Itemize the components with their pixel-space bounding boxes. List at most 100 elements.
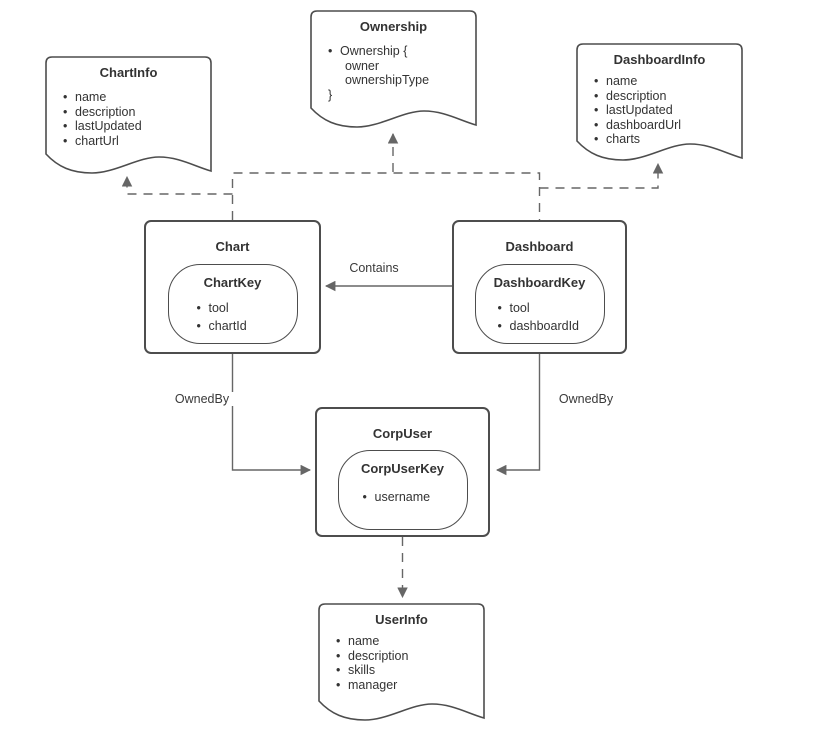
field-name: } [328, 87, 333, 102]
document-shape [576, 43, 743, 161]
field-name: tool [509, 301, 530, 315]
field-row: • dashboardId [498, 317, 604, 335]
field-row: • skills [336, 663, 484, 678]
chartkey-shape: ChartKey • tool • chartId [167, 264, 298, 344]
field-name: dashboardId [509, 319, 580, 333]
corpuser-entity-title: CorpUser [372, 426, 433, 441]
dashboardinfo-document: DashboardInfo • name • description • lastUp… [576, 43, 743, 169]
bullet-icon: • [196, 319, 201, 333]
field-row: • lastUpdated [594, 103, 742, 118]
chart-entity-title: Chart [215, 239, 250, 254]
field-name: username [374, 490, 431, 504]
corpuserkey-shape: CorpUserKey • username [337, 450, 468, 530]
field-row: owner [328, 59, 476, 74]
bullet-icon: • [497, 319, 502, 333]
dashboardkey-fields: • tool • dashboardId [476, 299, 604, 335]
field-name: name [606, 74, 638, 88]
bullet-icon: • [63, 133, 68, 148]
field-name: name [75, 90, 107, 104]
field-name: dashboardUrl [606, 117, 682, 132]
edge-chart-ownedby [231, 354, 312, 476]
bullet-icon: • [196, 301, 201, 315]
dashboardinfo-title: DashboardInfo [613, 52, 706, 67]
userinfo-document: UserInfo • name • description • skills • man… [318, 603, 485, 729]
field-row: • chartId [197, 317, 297, 335]
field-name: description [606, 88, 667, 103]
field-name: ownershipType [345, 73, 430, 88]
corpuser-entity: CorpUser CorpUserKey • username [315, 407, 490, 537]
dashboardkey-title: DashboardKey [493, 275, 586, 290]
field-row: • description [63, 105, 211, 120]
bullet-icon: • [63, 119, 68, 134]
field-row: } [328, 88, 476, 103]
document-shape [45, 56, 212, 174]
field-name: description [348, 648, 409, 663]
bullet-icon: • [362, 490, 367, 504]
bullet-icon: • [328, 44, 333, 58]
edge-to-chartinfo [121, 175, 233, 195]
field-name: lastUpdated [75, 119, 142, 134]
bullet-icon: • [63, 90, 68, 104]
field-name: description [75, 104, 136, 119]
field-name: charts [606, 132, 641, 147]
field-row: • username [363, 488, 467, 506]
bullet-icon: • [594, 132, 599, 147]
field-name: Ownership { [340, 44, 408, 58]
bullet-icon: • [594, 117, 599, 132]
dashboard-entity: Dashboard DashboardKey • tool • dashboardI… [452, 220, 627, 354]
userinfo-title: UserInfo [375, 612, 428, 627]
dashboard-entity-title: Dashboard [505, 239, 574, 254]
field-name: tool [208, 301, 229, 315]
chartinfo-title: ChartInfo [99, 65, 158, 80]
ownership-fields: • Ownership { owner ownershipType } [311, 44, 476, 102]
field-row: ownershipType [328, 73, 476, 88]
field-row: • name [63, 90, 211, 105]
field-name: name [348, 634, 380, 648]
bullet-icon: • [594, 74, 599, 88]
userinfo-fields: • name • description • skills • manager [319, 634, 484, 692]
ownership-document: Ownership • Ownership { owner ownershipTy… [310, 10, 477, 136]
chartkey-fields: • tool • chartId [169, 299, 297, 335]
field-name: skills [348, 663, 376, 678]
bullet-icon: • [336, 677, 341, 692]
field-row: • dashboardUrl [594, 118, 742, 133]
field-row: • chartUrl [63, 134, 211, 149]
field-row: • description [594, 89, 742, 104]
edge-dashboard-ownedby [495, 354, 541, 476]
chartinfo-fields: • name • description • lastUpdated • chartUr… [46, 90, 211, 148]
field-name: manager [348, 677, 398, 692]
field-row: • name [336, 634, 484, 649]
field-name: chartId [208, 319, 247, 333]
field-row: • tool [498, 299, 604, 317]
bullet-icon: • [336, 663, 341, 678]
field-name: chartUrl [75, 133, 119, 148]
chart-ownedby-edge-label: OwnedBy [160, 392, 244, 406]
field-name: owner [345, 58, 380, 73]
document-shape [318, 603, 485, 721]
field-row: • tool [197, 299, 297, 317]
edge-to-dashboardinfo [539, 162, 664, 189]
bullet-icon: • [497, 301, 502, 315]
corpuserkey-title: CorpUserKey [360, 461, 445, 476]
document-shape [310, 10, 477, 128]
bullet-icon: • [63, 104, 68, 119]
ownership-title: Ownership [359, 19, 428, 34]
bullet-icon: • [594, 88, 599, 103]
field-row: • description [336, 649, 484, 664]
field-row: • Ownership { [328, 44, 476, 59]
chartkey-title: ChartKey [203, 275, 262, 290]
chartinfo-document: ChartInfo • name • description • lastUpdate… [45, 56, 212, 182]
field-row: • lastUpdated [63, 119, 211, 134]
dashboardinfo-fields: • name • description • lastUpdated • dashboa… [577, 74, 742, 147]
chart-entity: Chart ChartKey • tool • chartId [144, 220, 321, 354]
contains-edge-label: Contains [330, 261, 418, 275]
dashboardkey-shape: DashboardKey • tool • dashboardId [474, 264, 605, 344]
corpuserkey-fields: • username [339, 488, 467, 506]
field-name: lastUpdated [606, 103, 673, 118]
bullet-icon: • [336, 634, 341, 648]
bullet-icon: • [594, 103, 599, 118]
field-row: • name [594, 74, 742, 89]
dashboard-ownedby-edge-label: OwnedBy [544, 392, 628, 406]
bullet-icon: • [336, 648, 341, 663]
